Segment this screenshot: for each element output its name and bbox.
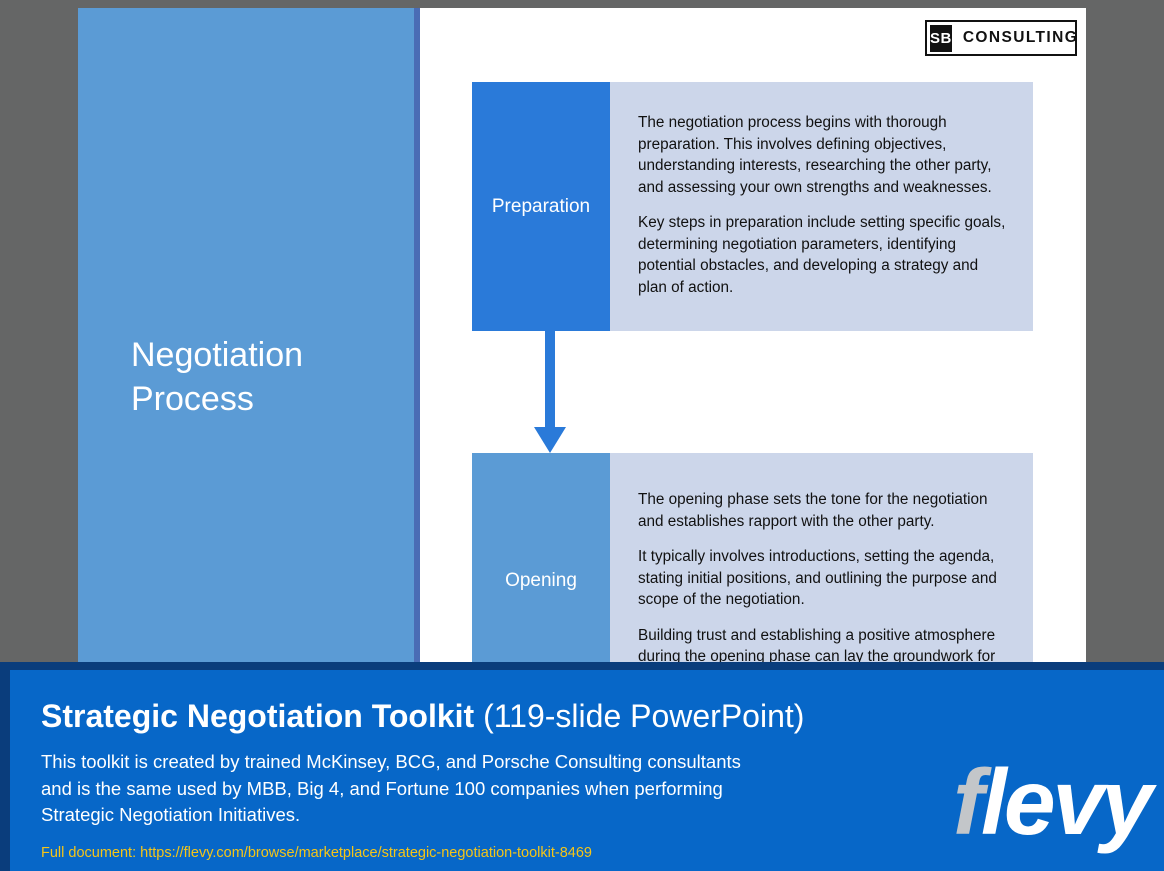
slide-title-panel-edge: [414, 8, 420, 708]
promo-banner: Strategic Negotiation Toolkit (119-slide…: [0, 662, 1164, 871]
flevy-logo[interactable]: flevy: [953, 756, 1153, 849]
promo-title: Strategic Negotiation Toolkit (119-slide…: [41, 698, 804, 735]
phase-paragraph: Key steps in preparation include setting…: [638, 214, 1006, 296]
slide-canvas: Negotiation Process SB CONSULTING Prepar…: [78, 8, 1086, 708]
flevy-logo-levy: levy: [980, 750, 1153, 854]
slide-title-panel: [78, 8, 420, 708]
phase-label-preparation: Preparation: [472, 82, 610, 331]
page-title: Negotiation Process: [131, 336, 304, 418]
sb-logo-mark: SB: [930, 24, 952, 52]
sb-consulting-logo: SB CONSULTING: [925, 20, 1077, 56]
down-arrow-icon: [534, 331, 566, 453]
promo-title-sub: (119-slide PowerPoint): [474, 698, 805, 734]
promo-document-link[interactable]: Full document: https://flevy.com/browse/…: [41, 845, 592, 861]
phase-row-preparation: Preparation The negotiation process begi…: [472, 82, 1033, 331]
promo-description: This toolkit is created by trained McKin…: [41, 751, 741, 825]
flevy-logo-f: f: [953, 750, 984, 854]
promo-title-main: Strategic Negotiation Toolkit: [41, 698, 475, 734]
phase-paragraph: It typically involves introductions, set…: [638, 548, 997, 608]
phase-body-preparation: The negotiation process begins with thor…: [610, 82, 1033, 331]
phase-paragraph: The negotiation process begins with thor…: [638, 114, 992, 196]
sb-logo-wordmark: CONSULTING: [962, 29, 1079, 46]
phase-paragraph: The opening phase sets the tone for the …: [638, 491, 988, 530]
